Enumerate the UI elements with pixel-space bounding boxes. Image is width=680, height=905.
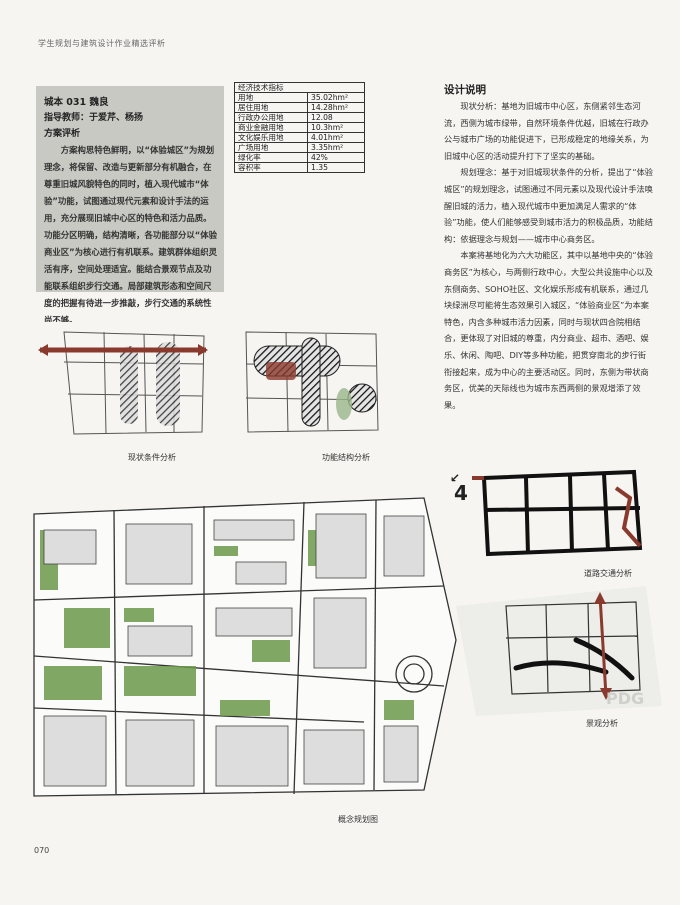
table-cell: 35.02hm²: [307, 92, 365, 103]
tutor-line: 指导教师：于爱芹、杨扬: [44, 113, 144, 123]
table-cell: 10.3hm²: [307, 122, 365, 133]
svg-text:4: 4: [454, 481, 468, 505]
project-info-box: 城本 031 魏良 指导教师：于爱芹、杨扬 方案评析 方案构思特色鲜明，以“体验…: [36, 86, 224, 325]
status-analysis-diagram: [34, 322, 210, 444]
landscape-caption: 景观分析: [586, 719, 618, 728]
table-header: 经济技术指标: [234, 82, 365, 93]
table-cell: 绿化率: [234, 152, 308, 163]
table-cell: 居住用地: [234, 102, 308, 113]
table-cell: 12.08: [307, 112, 365, 123]
master-plan-drawing: [4, 490, 464, 800]
review-heading: 方案评析: [44, 129, 81, 139]
table-cell: 容积率: [234, 162, 308, 173]
design-heading: 设计说明: [444, 84, 486, 96]
project-title: 城本 031 魏良: [44, 97, 109, 108]
status-caption: 现状条件分析: [128, 453, 176, 462]
table-cell: 4.01hm²: [307, 132, 365, 143]
review-text: 方案构思特色鲜明，以“体验城区”为规划理念，将保留、改造与更新部分有机融合，在尊…: [44, 145, 218, 325]
landscape-analysis-diagram: PDG: [456, 586, 662, 716]
table-cell: 用地: [234, 92, 308, 103]
design-paragraph: 规划理念：基于对旧城现状条件的分析，提出了“体验城区”的规划理念，试图通过不同元…: [444, 167, 653, 244]
table-cell: 文化娱乐用地: [234, 132, 308, 143]
traffic-caption: 道路交通分析: [584, 569, 632, 578]
table-cell: 14.28hm²: [307, 102, 365, 113]
master-plan-caption: 概念规划图: [338, 815, 378, 824]
function-caption: 功能结构分析: [322, 453, 370, 462]
table-cell: 行政办公用地: [234, 112, 308, 123]
running-header: 学生规划与建筑设计作业精选评析: [38, 39, 166, 48]
design-text: 现状分析：基地为旧城市中心区，东侧紧邻生态河流，西侧为城市绿带，自然环境条件优越…: [444, 98, 654, 413]
table-cell: 商业金融用地: [234, 122, 308, 133]
table-cell: 1.35: [307, 162, 365, 173]
traffic-analysis-diagram: ↙ 4: [450, 469, 643, 557]
design-paragraph: 现状分析：基地为旧城市中心区，东侧紧邻生态河流，西侧为城市绿带，自然环境条件优越…: [444, 101, 649, 161]
watermark-mark: PDG: [606, 689, 644, 708]
function-structure-diagram: [245, 331, 379, 433]
table-cell: 3.35hm²: [307, 142, 365, 153]
page-number: 070: [34, 846, 50, 855]
svg-text:↙: ↙: [450, 471, 460, 485]
table-cell: 广场用地: [234, 142, 308, 153]
table-cell: 42%: [307, 152, 365, 163]
design-paragraph: 本案将基地化为六大功能区，其中以基地中央的“体验商务区”为核心，与两侧行政中心，…: [444, 250, 653, 410]
